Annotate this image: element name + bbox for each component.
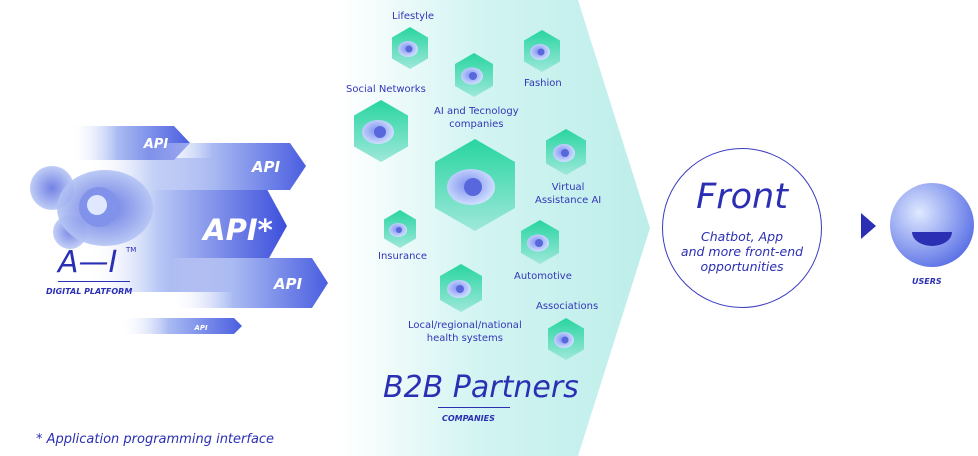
- trademark-mark: TM: [126, 246, 137, 254]
- eye-hexagon-icon: [440, 264, 482, 312]
- front-circle: Front Chatbot, App and more front-end op…: [662, 148, 822, 308]
- partner-label-fashion: Fashion: [524, 78, 562, 89]
- eye-hexagon-icon: [392, 27, 428, 69]
- eye-hexagon-icon: [521, 220, 559, 264]
- users-label: USERS: [912, 277, 942, 286]
- footnote: * Application programming interface: [36, 432, 275, 447]
- front-title: Front: [696, 177, 788, 217]
- b2b-subtitle: COMPANIES: [442, 414, 495, 423]
- api-label-top-left: API: [143, 137, 169, 152]
- partner-label-ai-technology: AI and Tecnology companies: [434, 106, 519, 130]
- partner-label-insurance: Insurance: [378, 251, 428, 262]
- api-label-small: API: [193, 324, 208, 332]
- eye-logo-icon: [30, 166, 153, 249]
- platform-subtitle: DIGITAL PLATFORM: [46, 287, 133, 296]
- play-arrow-icon: [861, 213, 876, 239]
- eye-hexagon-icon: [546, 129, 586, 175]
- api-arrow-small: [120, 318, 242, 334]
- api-main-label: API*: [201, 213, 273, 247]
- partner-label-associations: Associations: [536, 301, 599, 312]
- eye-hexagon-icon: [354, 100, 408, 162]
- b2b-divider: [438, 407, 510, 408]
- partner-label-health-systems: Local/regional/national health systems: [408, 320, 522, 344]
- eye-hexagon-icon: [548, 318, 584, 360]
- partner-label-virtual-assistance: Virtual Assistance AI: [535, 182, 602, 206]
- eye-hexagon-icon: [524, 30, 560, 72]
- partner-label-lifestyle: Lifestyle: [392, 11, 435, 22]
- eye-hexagon-icon: [435, 139, 515, 231]
- eye-hexagon-icon: [455, 53, 493, 97]
- api-label-bottom-right: API: [273, 275, 303, 293]
- api-label-top-right: API: [251, 158, 281, 176]
- user-sphere-icon: [890, 183, 974, 267]
- partner-label-social-networks: Social Networks: [346, 84, 426, 95]
- platform-title: A—I: [58, 245, 118, 280]
- api-arrow-bottom-right: [170, 258, 328, 308]
- api-arrow-top-right: [150, 143, 306, 190]
- b2b-title: B2B Partners: [383, 370, 579, 405]
- eye-hexagon-icon: [384, 210, 416, 248]
- partner-label-automotive: Automotive: [514, 271, 572, 282]
- platform-divider: [58, 281, 130, 282]
- front-description: Chatbot, App and more front-end opportun…: [680, 229, 804, 274]
- partner-hexagons: [354, 27, 586, 360]
